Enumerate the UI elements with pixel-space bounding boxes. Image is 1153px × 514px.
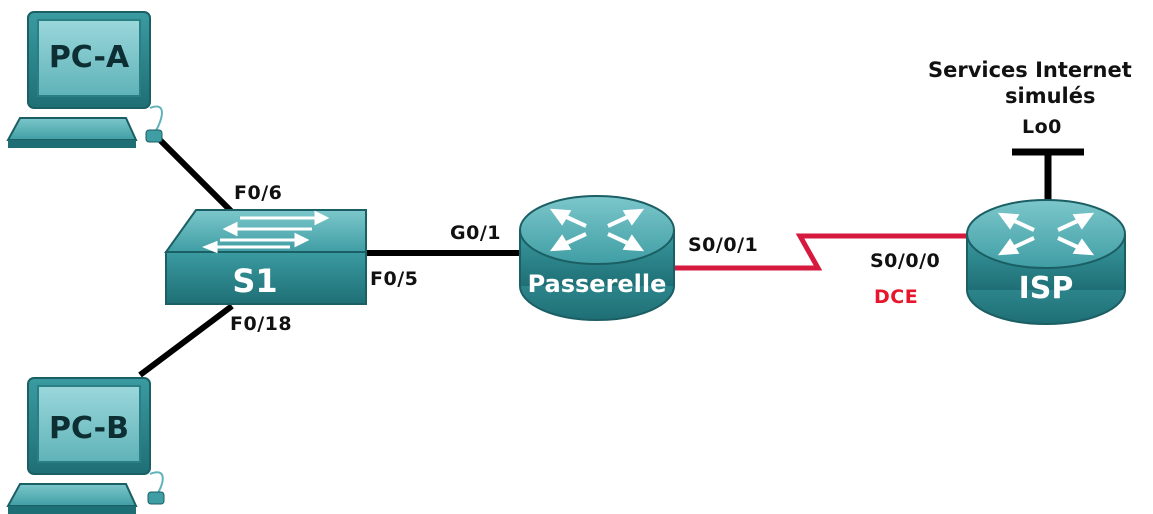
pc-b-device[interactable]: [6, 377, 165, 514]
pc-b-label: PC-B: [48, 411, 129, 446]
internet-services-label-line2: simulés: [1005, 84, 1096, 108]
router-isp-device[interactable]: [966, 199, 1126, 325]
pc-a-device[interactable]: [6, 11, 163, 148]
pc-a-label: PC-A: [48, 40, 130, 75]
port-label-isp-s0-0-0: S0/0/0: [870, 250, 941, 272]
port-label-s1-f0-5: F0/5: [370, 268, 419, 290]
links: [138, 137, 1084, 378]
switch-s1-label: S1: [232, 262, 278, 300]
port-label-gateway-s0-0-1: S0/0/1: [688, 234, 759, 256]
link-gateway-isp-serial: [672, 233, 980, 271]
link-pca-s1: [157, 137, 235, 215]
port-label-s1-f0-6: F0/6: [234, 182, 283, 204]
router-isp-label: ISP: [1018, 271, 1074, 306]
port-label-isp-lo0: Lo0: [1022, 116, 1062, 138]
internet-services-label-line1: Services Internet: [928, 58, 1132, 82]
router-arrows-icon: [549, 208, 645, 252]
router-passerelle-device[interactable]: [519, 195, 675, 321]
router-arrows-icon: [997, 212, 1095, 256]
link-pcb-s1: [138, 303, 234, 378]
dce-label: DCE: [874, 286, 919, 308]
switch-arrows-icon: [201, 210, 330, 254]
router-passerelle-label: Passerelle: [527, 270, 667, 298]
port-label-s1-f0-18: F0/18: [230, 313, 293, 335]
port-label-gateway-g0-1: G0/1: [450, 222, 501, 244]
switch-s1-device[interactable]: [164, 209, 367, 305]
